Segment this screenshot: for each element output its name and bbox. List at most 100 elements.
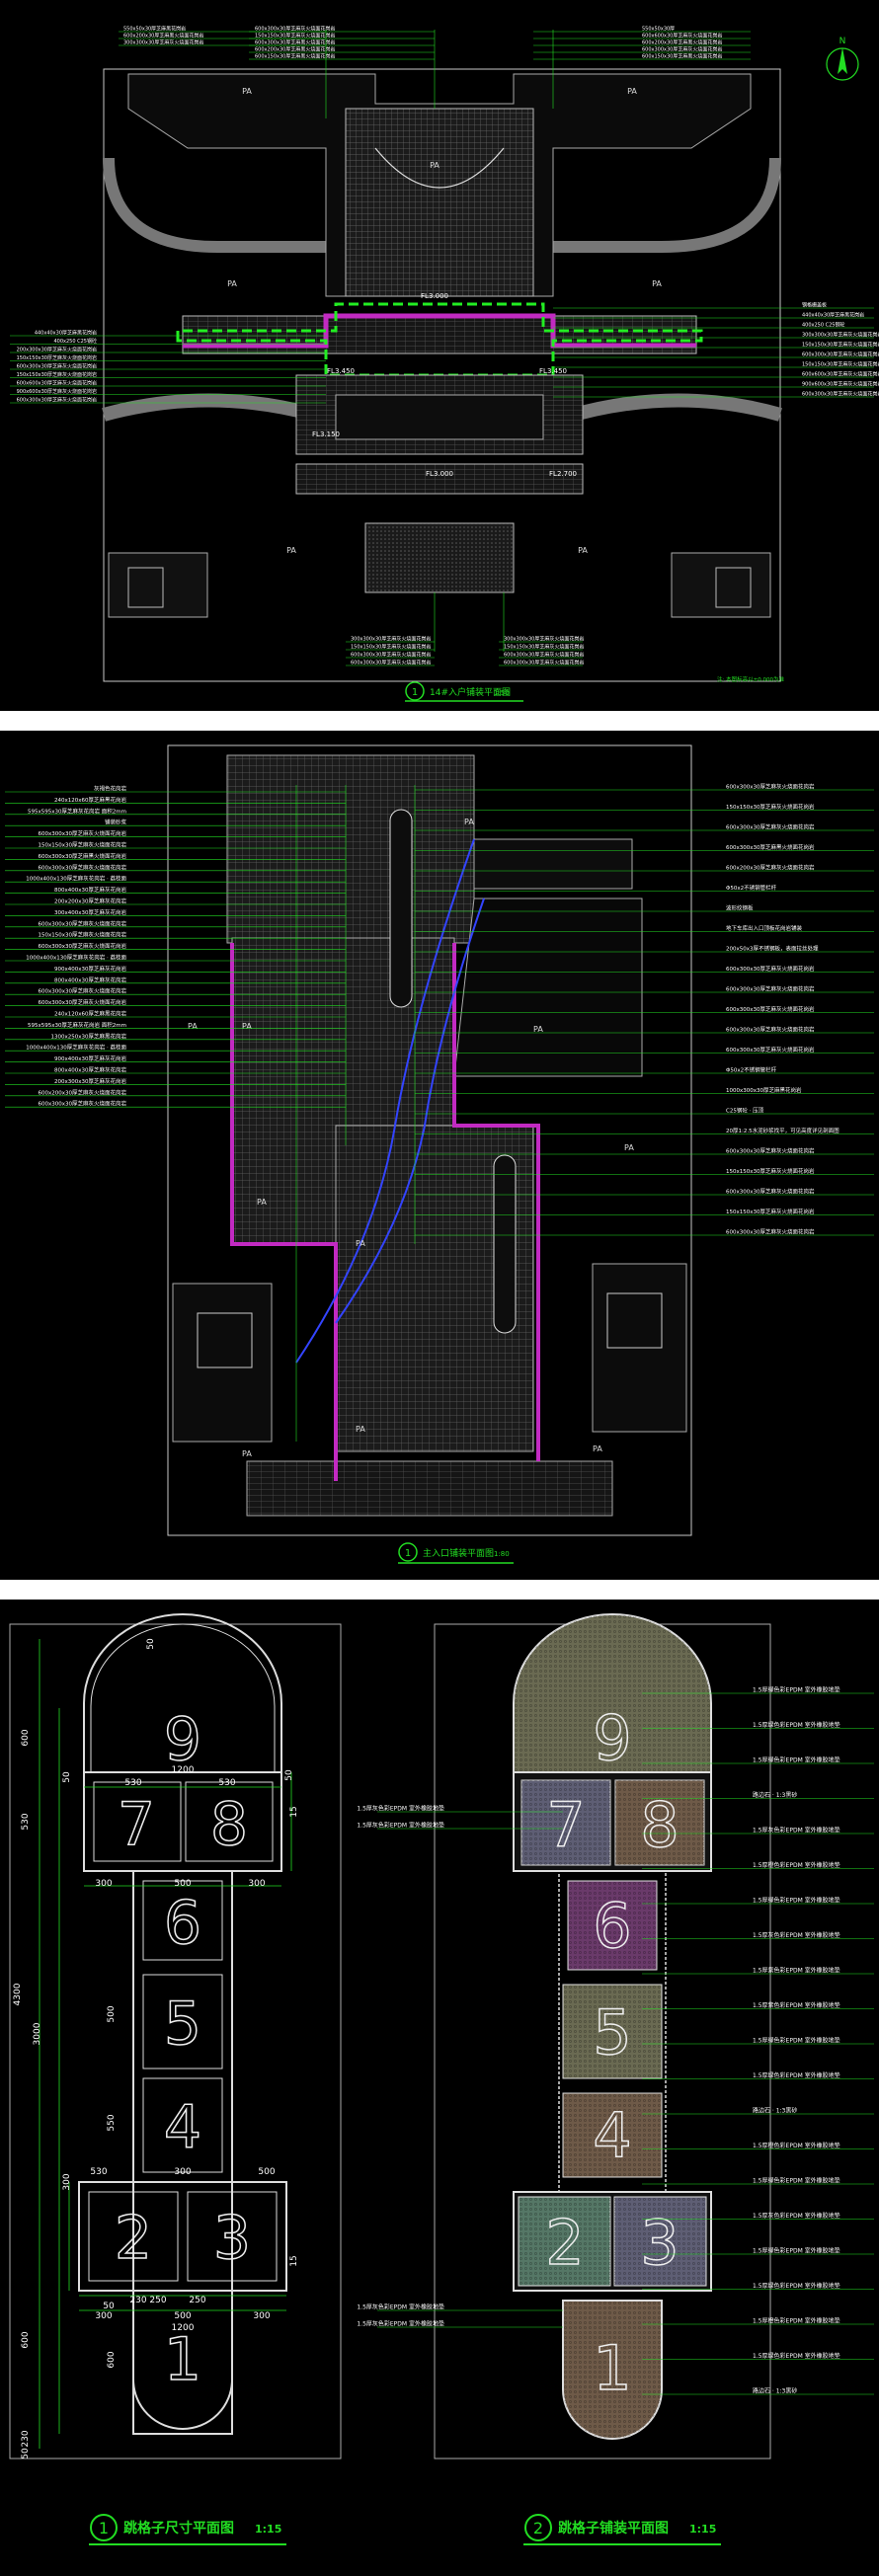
material-note: 1.5厚灰色彩EPDM 室外橡胶地垫: [357, 1805, 444, 1813]
hop-column: [132, 1870, 233, 2435]
material-note: 900x400x30厚芝麻灰花岗岩: [54, 965, 127, 973]
material-note: 600x600x30厚芝麻灰火烧面花岗岩: [17, 380, 97, 387]
elevation-label: FL3.000: [426, 470, 453, 478]
dimension-label: 530: [218, 1778, 235, 1788]
material-note: 440x40x30厚芝麻黑花岗岩: [802, 312, 864, 319]
green-dashed-boundary: [176, 302, 703, 377]
material-note: 1.5厚橙色彩EPDM 室外橡胶地垫: [753, 2317, 840, 2325]
material-note: 300x300x30厚芝麻灰火烧面花岗岩: [351, 636, 431, 643]
material-note: 1.5厚橙色彩EPDM 室外橡胶地垫: [753, 1861, 840, 1869]
material-note: 灰褐色花岗岩: [94, 785, 127, 793]
dimension-label: 530: [21, 1813, 31, 1830]
material-note: 600x200x30厚芝麻黑火烧面花岗岩: [642, 39, 722, 46]
arch-feature: [374, 147, 505, 189]
material-note: 900x400x30厚芝麻灰花岗岩: [54, 1054, 127, 1062]
material-note: 550x50x30厚芝麻黑花岗岩: [123, 26, 186, 33]
material-note: 600x200x30厚芝麻黑火烧面花岗岩: [123, 33, 203, 39]
pa-label: PA: [356, 1425, 365, 1434]
material-note: 240x120x60厚芝麻黑花岗岩: [54, 796, 127, 804]
hopscotch-paving-plan: 9 8 7 6 5 4 3 2 1: [513, 1613, 712, 2440]
hop-semicircle-top: [83, 1613, 282, 1773]
elevation-label: FL3.150: [312, 430, 340, 438]
material-note: 600x300x30厚芝麻灰火烧面花岗岩: [38, 863, 126, 871]
pa-label: PA: [652, 279, 662, 288]
dimension-label: 600: [21, 2331, 31, 2348]
separator: [0, 1580, 879, 1600]
tile-number: 9: [593, 1702, 631, 1774]
title-circle-icon: [398, 1542, 418, 1562]
material-note: 1.5厚橙色彩EPDM 室外橡胶地垫: [753, 2142, 840, 2149]
material-note: 600x300x30厚芝麻灰火烧面花岗岩: [38, 829, 126, 837]
title-circle-icon: [90, 2514, 118, 2541]
material-note: 150x150x30厚芝麻灰火烧面花岗岩: [726, 1208, 815, 1215]
paving-leader-lines: 1.5厚绿色彩EPDM 室外橡胶地垫 1.5厚绿色彩EPDM 室外橡胶地垫 1.5厚…: [357, 1686, 874, 2395]
hopscotch-dimension-plan: 9 8 7 6 5 4 3 2 1: [78, 1613, 287, 2435]
title-scale: 1:15: [255, 2523, 281, 2536]
material-note: 1.5厚绿色彩EPDM 室外橡胶地垫: [753, 1756, 840, 1764]
left-building: [172, 1283, 273, 1443]
pa-label: PA: [227, 279, 237, 288]
material-note: 600x300x30厚芝麻灰火烧面花岗岩: [726, 985, 815, 993]
elevation-label: FL2.700: [549, 470, 577, 478]
plan1-frame: [103, 68, 781, 682]
plan1-leader-lines: 550x50x30厚芝麻黑花岗岩600x200x30厚芝麻黑火烧面花岗岩300x…: [10, 26, 879, 666]
dimension-label: 500: [258, 2167, 275, 2177]
material-note: 300x300x30厚芝麻灰火烧面花岗岩: [504, 636, 584, 643]
water-feature: [335, 394, 544, 440]
material-note: 1.5厚绿色彩EPDM 室外橡胶地垫: [753, 2282, 840, 2290]
hop-cell-3: [187, 2191, 278, 2282]
material-note: 800x400x30厚芝麻灰花岗岩: [54, 1066, 127, 1074]
title-text: 跳格子铺装平面图: [558, 2520, 669, 2537]
dimension-label: 50: [21, 2448, 31, 2459]
material-note: Φ50x2不锈钢管栏杆: [726, 1066, 777, 1074]
material-note: 600x200x30厚芝麻灰火烧面花岗岩: [726, 864, 815, 872]
material-note: 900x600x30厚芝麻灰火烧面花岗岩: [17, 388, 97, 395]
hop-number: 1: [164, 2325, 201, 2394]
right-unit: [606, 1292, 663, 1349]
hop-cell-4: [142, 2077, 223, 2173]
tile-number: 1: [593, 2332, 631, 2404]
material-note: 600x300x30厚芝麻灰火烧面花岗岩: [726, 1147, 815, 1155]
dimension-label: 530: [90, 2167, 107, 2177]
plan1-footnote: 注: 本图标高以±0.000为准: [717, 675, 784, 683]
material-note: C25钢砼 · 压顶: [726, 1107, 764, 1115]
dimension-label: 600: [21, 1729, 31, 1746]
title-number: 1: [99, 2519, 109, 2537]
dimension-label: 15: [289, 2255, 299, 2266]
column-border: [558, 1870, 667, 2193]
dimension-label: 600: [107, 2351, 117, 2368]
material-note: 600x300x30厚芝麻灰火烧面花岗岩: [38, 1100, 126, 1108]
hop-cell-2: [88, 2191, 179, 2282]
material-note: 600x300x30厚芝麻灰火烧面花岗岩: [802, 351, 879, 358]
ramp-top: [473, 838, 633, 890]
dimension-lines: [39, 1639, 292, 2449]
material-note: 300x300x30厚芝麻灰火烧面花岗岩: [802, 332, 879, 339]
pa-label: PA: [257, 1198, 267, 1207]
hop-number: 4: [164, 2093, 201, 2162]
material-note: 600x300x30厚芝麻黑火烧面花岗岩: [255, 39, 335, 46]
material-note: 600x300x30厚芝麻灰火烧面花岗岩: [38, 998, 126, 1006]
material-note: 300x400x30厚芝麻灰花岗岩: [54, 908, 127, 916]
unit-right: [715, 567, 752, 608]
material-note: 600x600x30厚芝麻灰火烧面花岗岩: [802, 371, 879, 378]
dimension-label: 300: [253, 2311, 270, 2321]
hop-number: 5: [164, 1990, 201, 2059]
material-note: 波形纹钢板: [726, 904, 754, 912]
lower-steps: [295, 463, 584, 495]
material-note: 600x300x30厚芝麻黑火烧面花岗岩: [38, 852, 126, 860]
hop-row-23: [78, 2181, 287, 2292]
material-note: 600x300x30厚芝麻灰火烧面花岗岩: [38, 919, 126, 927]
material-note: 200x300x30厚芝麻灰火烧面花岗岩: [17, 347, 97, 353]
elevation-label: FL3.450: [539, 367, 567, 375]
material-note: 1.5厚绿色彩EPDM 室外橡胶地垫: [753, 2037, 840, 2045]
magenta-border-left: [230, 943, 338, 1481]
hop-semicircle-inner: [90, 1623, 276, 1772]
hop-number: 8: [210, 1790, 248, 1859]
material-note: 150x150x30厚芝麻灰火烧面花岗岩: [802, 361, 879, 368]
material-note: 1.5厚灰色彩EPDM 室外橡胶地垫: [357, 1822, 444, 1830]
ramp-void: [453, 898, 643, 1077]
planter-upper: [389, 809, 413, 1008]
dimension-label: 300: [95, 1879, 112, 1889]
plan1-title: 1 14#入户铺装平面图 1:50: [405, 681, 523, 702]
